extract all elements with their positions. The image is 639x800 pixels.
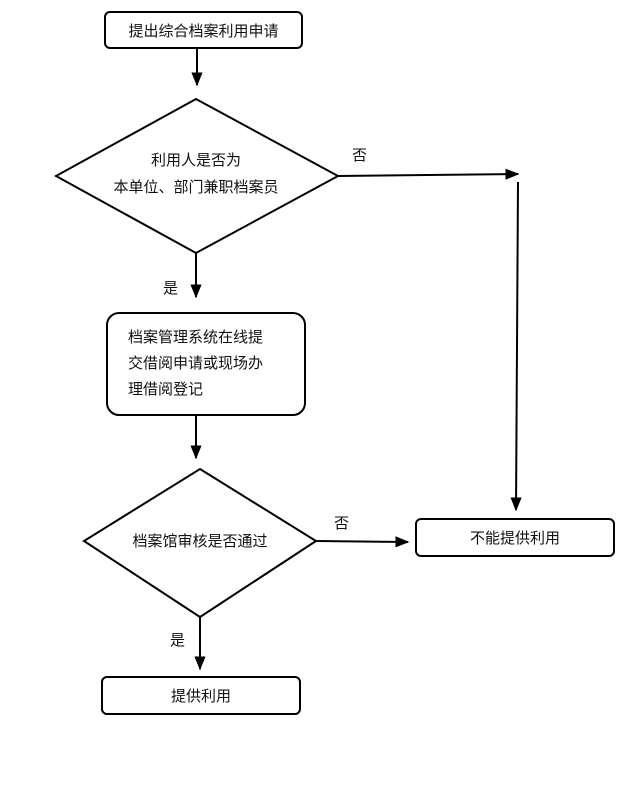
- node-provide-box: [101, 676, 301, 715]
- node-system-register: 档案管理系统在线提 交借阅申请或现场办 理借阅登记: [106, 312, 306, 416]
- node-submit-request: 提出综合档案利用申请: [104, 11, 303, 49]
- edge-internal-no-vertical: [510, 181, 522, 512]
- node-is-internal-diamond: [53, 97, 341, 255]
- node-cannot-provide: 不能提供利用: [415, 518, 615, 557]
- edge-internal-yes-label: 是: [163, 279, 178, 297]
- node-provide-label: 提供利用: [171, 687, 231, 705]
- edge-review-yes-label: 是: [170, 631, 185, 649]
- node-review-decision: 档案馆审核是否通过: [82, 467, 318, 619]
- node-system-register-box: [106, 312, 306, 416]
- node-system-register-label-line1: 档案管理系统在线提: [128, 328, 263, 346]
- node-is-internal-label-line1: 利用人是否为: [151, 151, 241, 169]
- node-cannot-provide-label: 不能提供利用: [470, 529, 560, 547]
- node-review-label: 档案馆审核是否通过: [132, 532, 267, 550]
- node-cannot-provide-box: [415, 518, 615, 557]
- edge-internal-no-label: 否: [352, 146, 367, 164]
- node-provide: 提供利用: [101, 676, 301, 715]
- node-is-internal-label-line2: 本单位、部门兼职档案员: [113, 178, 278, 196]
- edge-internal-no-horizontal: [337, 168, 520, 180]
- node-system-register-label-line2: 交借阅申请或现场办: [128, 354, 263, 372]
- node-is-internal-decision: 利用人是否为 本单位、部门兼职档案员: [53, 97, 341, 255]
- node-system-register-label-line3: 理借阅登记: [128, 380, 203, 398]
- edge-review-no: [315, 536, 410, 548]
- node-submit-request-box: [104, 11, 303, 49]
- node-submit-request-label: 提出综合档案利用申请: [128, 22, 278, 40]
- edge-review-no-label: 否: [334, 514, 349, 532]
